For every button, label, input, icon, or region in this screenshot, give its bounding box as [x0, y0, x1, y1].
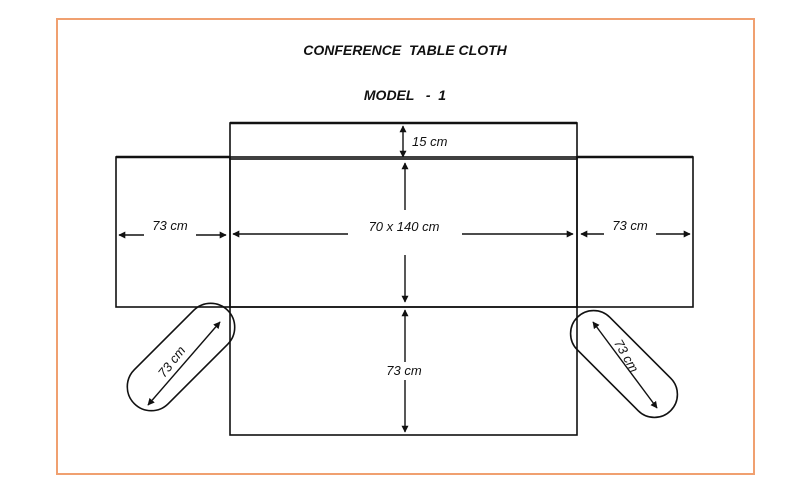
left-side-label: 73 cm: [152, 218, 188, 233]
left-label-mask: [144, 224, 196, 242]
right-label-mask: [604, 224, 656, 242]
bottom-drop-panel: [229, 306, 578, 436]
diagram-subtitle: MODEL - 1: [364, 87, 446, 103]
left-leg-arrow: [147, 321, 221, 406]
right-leg-arrow: [592, 321, 658, 409]
top-flap-label: 15 cm: [412, 134, 448, 149]
bottom-drop-label: 73 cm: [386, 363, 422, 378]
diagram-title: CONFERENCE TABLE CLOTH: [303, 42, 507, 58]
right-leg-label: 73 cm: [611, 337, 642, 375]
left-leg-label: 73 cm: [155, 343, 189, 380]
right-side-label: 73 cm: [612, 218, 648, 233]
outer-frame: [56, 18, 755, 475]
center-size-label: 70 x 140 cm: [369, 219, 440, 234]
bottom-label-mask: [378, 362, 432, 380]
